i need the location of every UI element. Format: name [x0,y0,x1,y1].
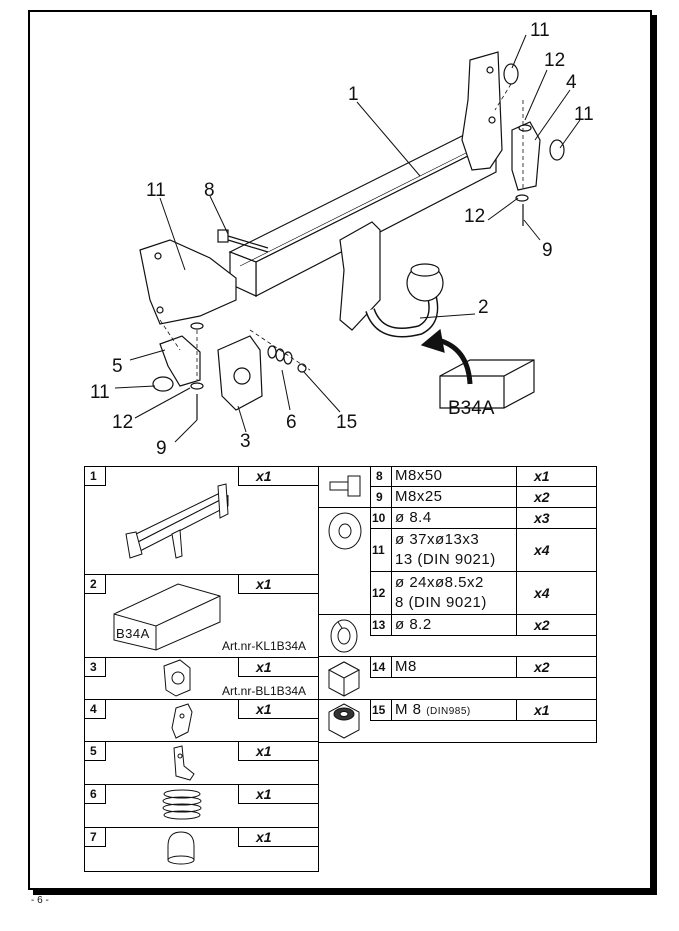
part-number-14: 14 [372,660,386,674]
callout-8: 8 [204,180,215,201]
spring-washer-icon [328,618,360,654]
exploded-assembly-diagram: B34A 1 2 3 4 5 6 8 9 9 11 11 11 11 12 12… [90,20,594,459]
callout-1: 1 [348,84,359,105]
box-label: B34A [448,398,495,419]
part-qty-5: x1 [256,743,272,759]
article-number-2: Art.nr-KL1B34A [222,639,307,653]
callout-3: 3 [240,431,251,452]
callout-11-lower: 11 [90,382,110,403]
part-spec-12-line1: ø 24xø8.5x2 [395,574,484,591]
tow-ball-neck [339,221,444,338]
part-spec-14: M8 [395,658,417,675]
part-spec-12-line2: 8 (DIN 9021) [395,594,487,611]
part-qty-12: x4 [534,585,550,601]
part-spec-13: ø 8.2 [395,616,432,633]
part-number-2: 2 [90,577,97,591]
part-spec-9: M8x25 [395,488,443,505]
box-icon-label: B34A [116,626,150,641]
left-side-bracket [139,239,237,325]
part-qty-2: x1 [256,576,272,592]
part-row-13 [370,614,517,636]
part-spec-15-note: (DIN985) [426,706,471,717]
spring-icon [160,788,204,824]
bolt-8 [217,229,269,253]
callout-12-left: 12 [112,412,133,433]
bracket-4 [511,121,541,191]
part-row-14 [370,656,517,678]
part-number-8: 8 [376,469,383,483]
part-qty-4: x1 [256,701,272,717]
washer-icon [326,512,364,550]
box-b34a [439,359,535,409]
lock-nut-icon [326,702,362,740]
part-number-6: 6 [90,787,97,801]
part-spec-10: ø 8.4 [395,509,432,526]
nut-icon [326,660,362,698]
part-qty-10: x3 [534,510,550,526]
callout-9-left: 9 [156,438,167,459]
part-row-9 [370,486,517,508]
callout-2: 2 [478,297,489,318]
socket-plate-3 [217,335,263,411]
spring-6 [267,345,293,365]
tow-bar-crossmember [228,131,498,297]
callout-4: 4 [566,72,577,93]
part-qty-6: x1 [256,786,272,802]
part-number-5: 5 [90,744,97,758]
part-qty-8: x1 [534,468,550,484]
part-number-1: 1 [90,469,97,483]
bracket-5 [159,335,201,387]
part-qty-14: x2 [534,659,550,675]
ball-cap-icon [166,830,196,868]
right-side-bracket [461,51,503,171]
part-number-9: 9 [376,490,383,504]
part-number-10: 10 [372,511,386,525]
article-number-3: Art.nr-BL1B34A [222,684,307,698]
part-qty-3: x1 [256,659,272,675]
part-row-10 [370,507,517,529]
bracket-4-icon [168,704,198,740]
callout-6: 6 [286,412,297,433]
part-qty-11: x4 [534,542,550,558]
callout-15: 15 [336,412,357,433]
part-number-15: 15 [372,703,386,717]
callout-9-right: 9 [542,240,553,261]
callout-12-top: 12 [544,50,565,71]
page-number: - 6 - [31,895,49,906]
part-spec-8: M8x50 [395,467,443,484]
callout-12-right: 12 [464,206,485,227]
callout-11-right: 11 [574,104,594,125]
part-number-3: 3 [90,660,97,674]
callout-5: 5 [112,356,123,377]
part-qty-15: x1 [534,702,550,718]
part-number-11: 11 [372,543,385,557]
part-qty-1: x1 [256,468,272,484]
washer-11-right [549,139,565,161]
part-qty-13: x2 [534,617,550,633]
part-number-7: 7 [90,830,97,844]
washer-11-top [503,63,519,85]
box-icon [112,580,222,650]
socket-plate-icon [160,660,194,696]
part-qty-9: x2 [534,489,550,505]
part-spec-11-line2: 13 (DIN 9021) [395,551,496,568]
part-number-4: 4 [90,702,97,716]
part-number-13: 13 [372,618,386,632]
part-spec-15: M 8 [395,701,422,718]
washer-11-lower-left [152,376,174,392]
callout-11-top: 11 [530,20,550,41]
part-row-8 [370,466,517,487]
crossmember-icon [122,484,242,564]
bolt-icon [326,472,366,502]
part-number-12: 12 [372,586,386,600]
callout-11-left: 11 [146,180,166,201]
part-qty-7: x1 [256,829,272,845]
part-spec-11-line1: ø 37xø13x3 [395,531,480,548]
bracket-5-icon [168,746,198,782]
